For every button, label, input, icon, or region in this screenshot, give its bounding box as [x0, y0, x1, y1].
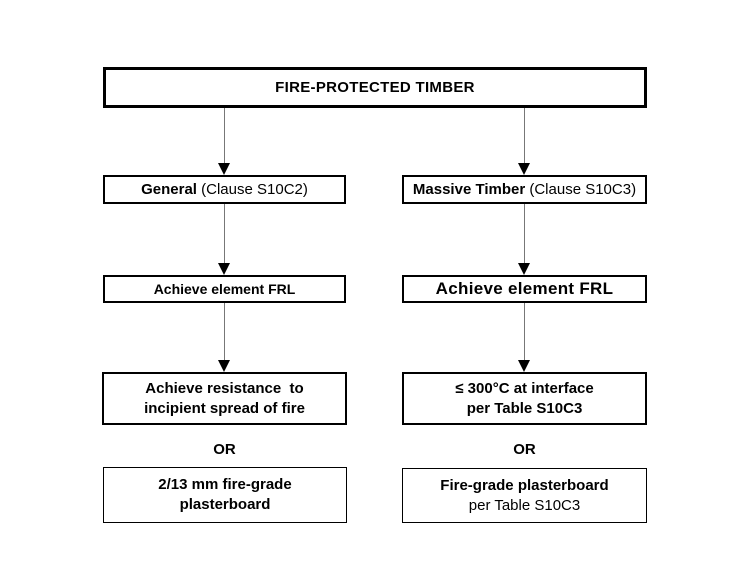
general-branch-clause-text: (Clause S10C2)	[196, 180, 308, 198]
arrow-massive-timber-to-frl	[518, 204, 530, 275]
plasterboard-general-line-1: 2/13 mm fire-grade	[158, 476, 292, 493]
arrow-down-icon	[218, 163, 230, 175]
arrow-down-icon	[518, 360, 530, 372]
arrow-shaft	[523, 108, 525, 163]
arrow-root-to-massive-timber	[518, 108, 530, 175]
arrow-shaft	[223, 204, 225, 263]
arrow-down-icon	[218, 360, 230, 372]
box-fire-grade-plasterboard-general: 2/13 mm fire-grade plasterboard	[103, 467, 347, 523]
arrow-shaft	[523, 204, 525, 263]
or-label-general: OR	[213, 440, 236, 458]
arrow-shaft	[223, 108, 225, 163]
arrow-frl-to-interface-temperature	[518, 303, 530, 372]
plasterboard-general-line-2: plasterboard	[179, 496, 271, 513]
box-general-branch: General (Clause S10C2)	[103, 175, 346, 204]
arrow-frl-to-incipient-spread	[218, 303, 230, 372]
arrow-down-icon	[218, 263, 230, 275]
box-fire-protected-timber: FIRE-PROTECTED TIMBER	[103, 67, 647, 108]
box-massive-timber-branch: Massive Timber (Clause S10C3)	[402, 175, 647, 204]
massive-timber-branch-label: Massive Timber (Clause S10C3)	[413, 180, 636, 200]
arrow-shaft	[523, 303, 525, 360]
general-branch-label: General (Clause S10C2)	[141, 180, 308, 200]
plasterboard-massive-timber-line-2: per Table S10C3	[468, 496, 581, 514]
massive-timber-branch-bold-text: Massive Timber	[412, 180, 526, 198]
arrow-shaft	[223, 303, 225, 360]
incipient-spread-line-1: Achieve resistance to	[145, 379, 304, 397]
box-achieve-frl-general: Achieve element FRL	[103, 275, 346, 303]
box-interface-temperature: ≤ 300°C at interface per Table S10C3	[402, 372, 647, 425]
root-title: FIRE-PROTECTED TIMBER	[275, 78, 475, 96]
box-achieve-frl-massive-timber: Achieve element FRL	[402, 275, 647, 303]
incipient-spread-line-2: incipient spread of fire	[144, 399, 305, 417]
arrow-down-icon	[518, 263, 530, 275]
or-label-massive-timber: OR	[513, 440, 536, 458]
arrow-general-to-frl	[218, 204, 230, 275]
box-incipient-spread-resistance: Achieve resistance to incipient spread o…	[102, 372, 347, 425]
general-branch-bold-text: General	[141, 180, 197, 198]
massive-timber-branch-clause-text: (Clause S10C3)	[525, 180, 637, 198]
interface-temperature-line-2: per Table S10C3	[466, 399, 583, 417]
achieve-frl-massive-timber-label: Achieve element FRL	[435, 278, 614, 298]
arrow-root-to-general	[218, 108, 230, 175]
box-fire-grade-plasterboard-massive-timber: Fire-grade plasterboard per Table S10C3	[402, 468, 647, 523]
plasterboard-massive-timber-line-1: Fire-grade plasterboard	[440, 476, 609, 494]
interface-temperature-line-1: ≤ 300°C at interface	[455, 379, 594, 397]
arrow-down-icon	[518, 163, 530, 175]
achieve-frl-general-label: Achieve element FRL	[153, 280, 296, 297]
